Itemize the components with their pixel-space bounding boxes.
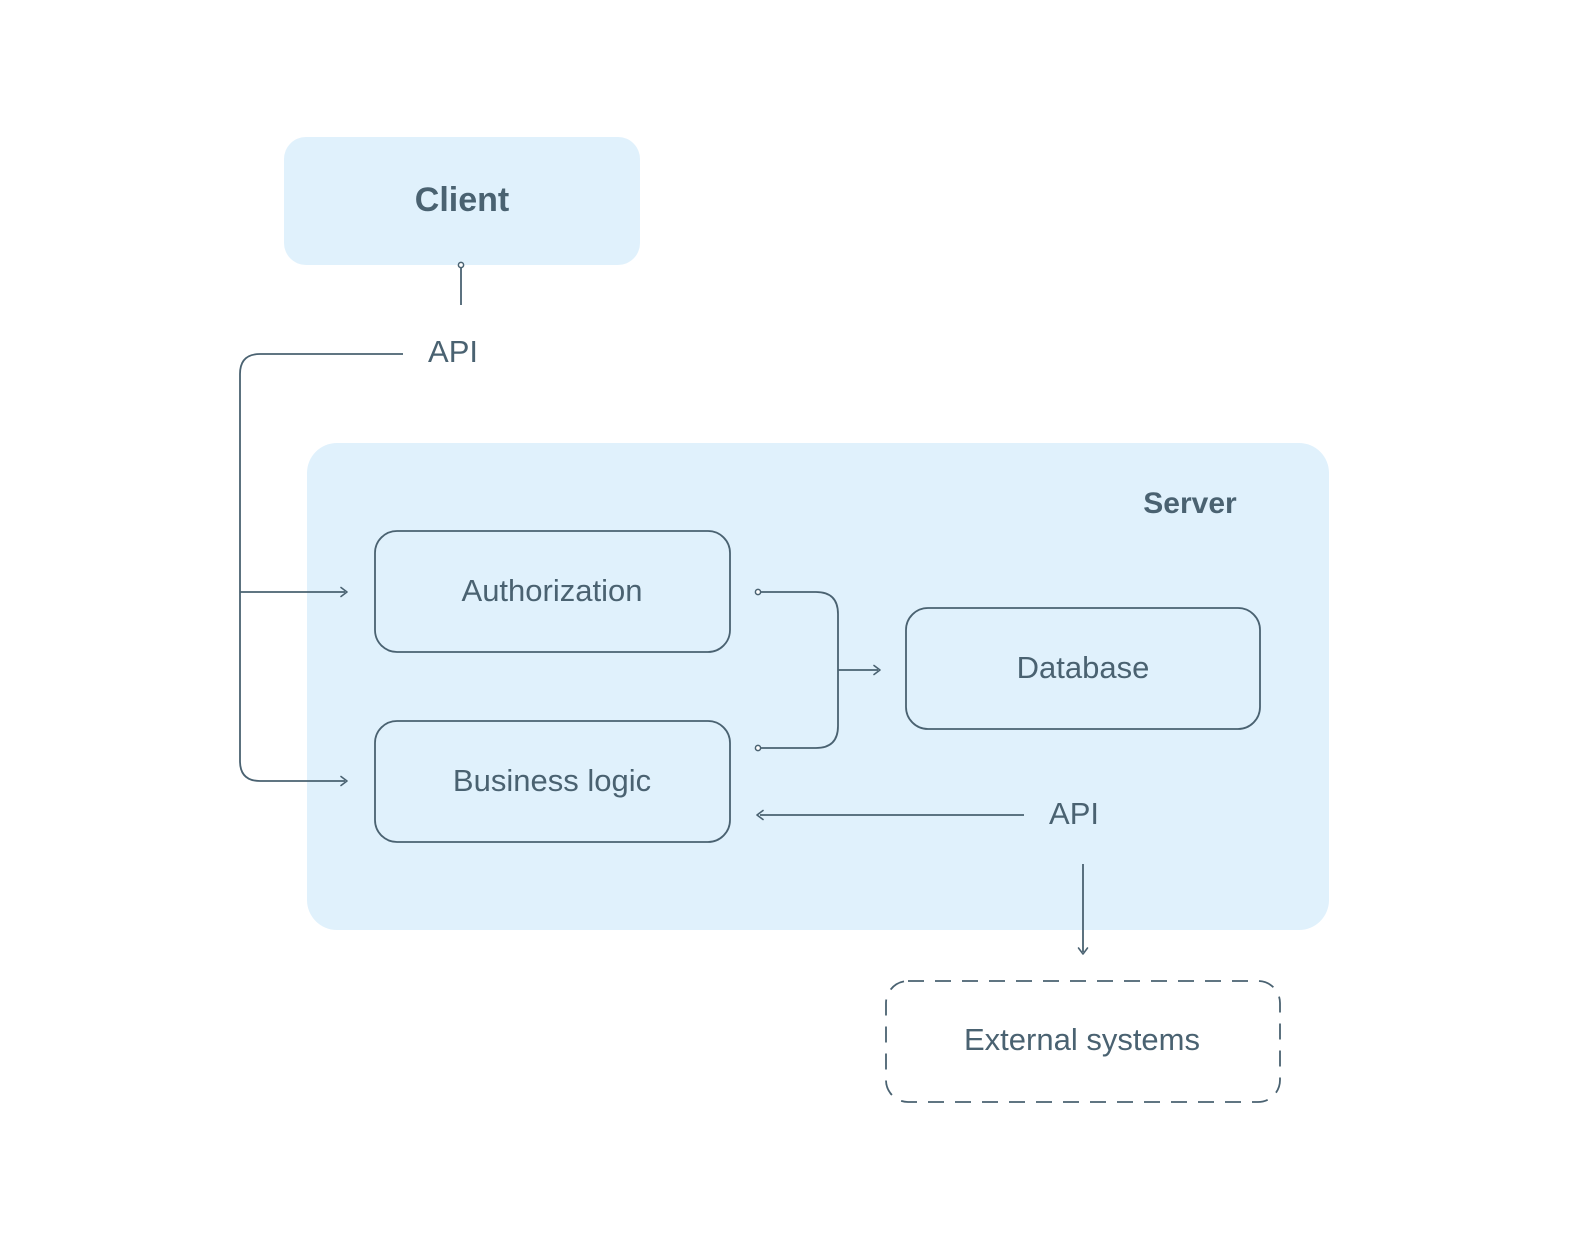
server-api-to-business-logic-connector xyxy=(756,809,1024,821)
business-logic-node: Business logic xyxy=(374,720,731,843)
authorization-label: Authorization xyxy=(462,573,643,608)
business-logic-label: Business logic xyxy=(453,763,651,798)
external-systems-node: External systems xyxy=(885,980,1281,1103)
database-node: Database xyxy=(905,607,1261,730)
api-to-external-connector xyxy=(1077,864,1089,955)
client-label: Client xyxy=(415,181,509,219)
server-api-label: API xyxy=(1049,796,1099,831)
client-api-label: API xyxy=(428,334,478,369)
client-node: Client xyxy=(284,137,640,265)
external-systems-label: External systems xyxy=(964,1022,1200,1057)
database-label: Database xyxy=(1017,650,1150,685)
api-to-server-connector xyxy=(239,353,403,787)
client-api-connector xyxy=(457,261,465,305)
to-database-connector xyxy=(754,588,881,752)
authorization-node: Authorization xyxy=(374,530,731,653)
server-label: Server xyxy=(1143,487,1237,520)
